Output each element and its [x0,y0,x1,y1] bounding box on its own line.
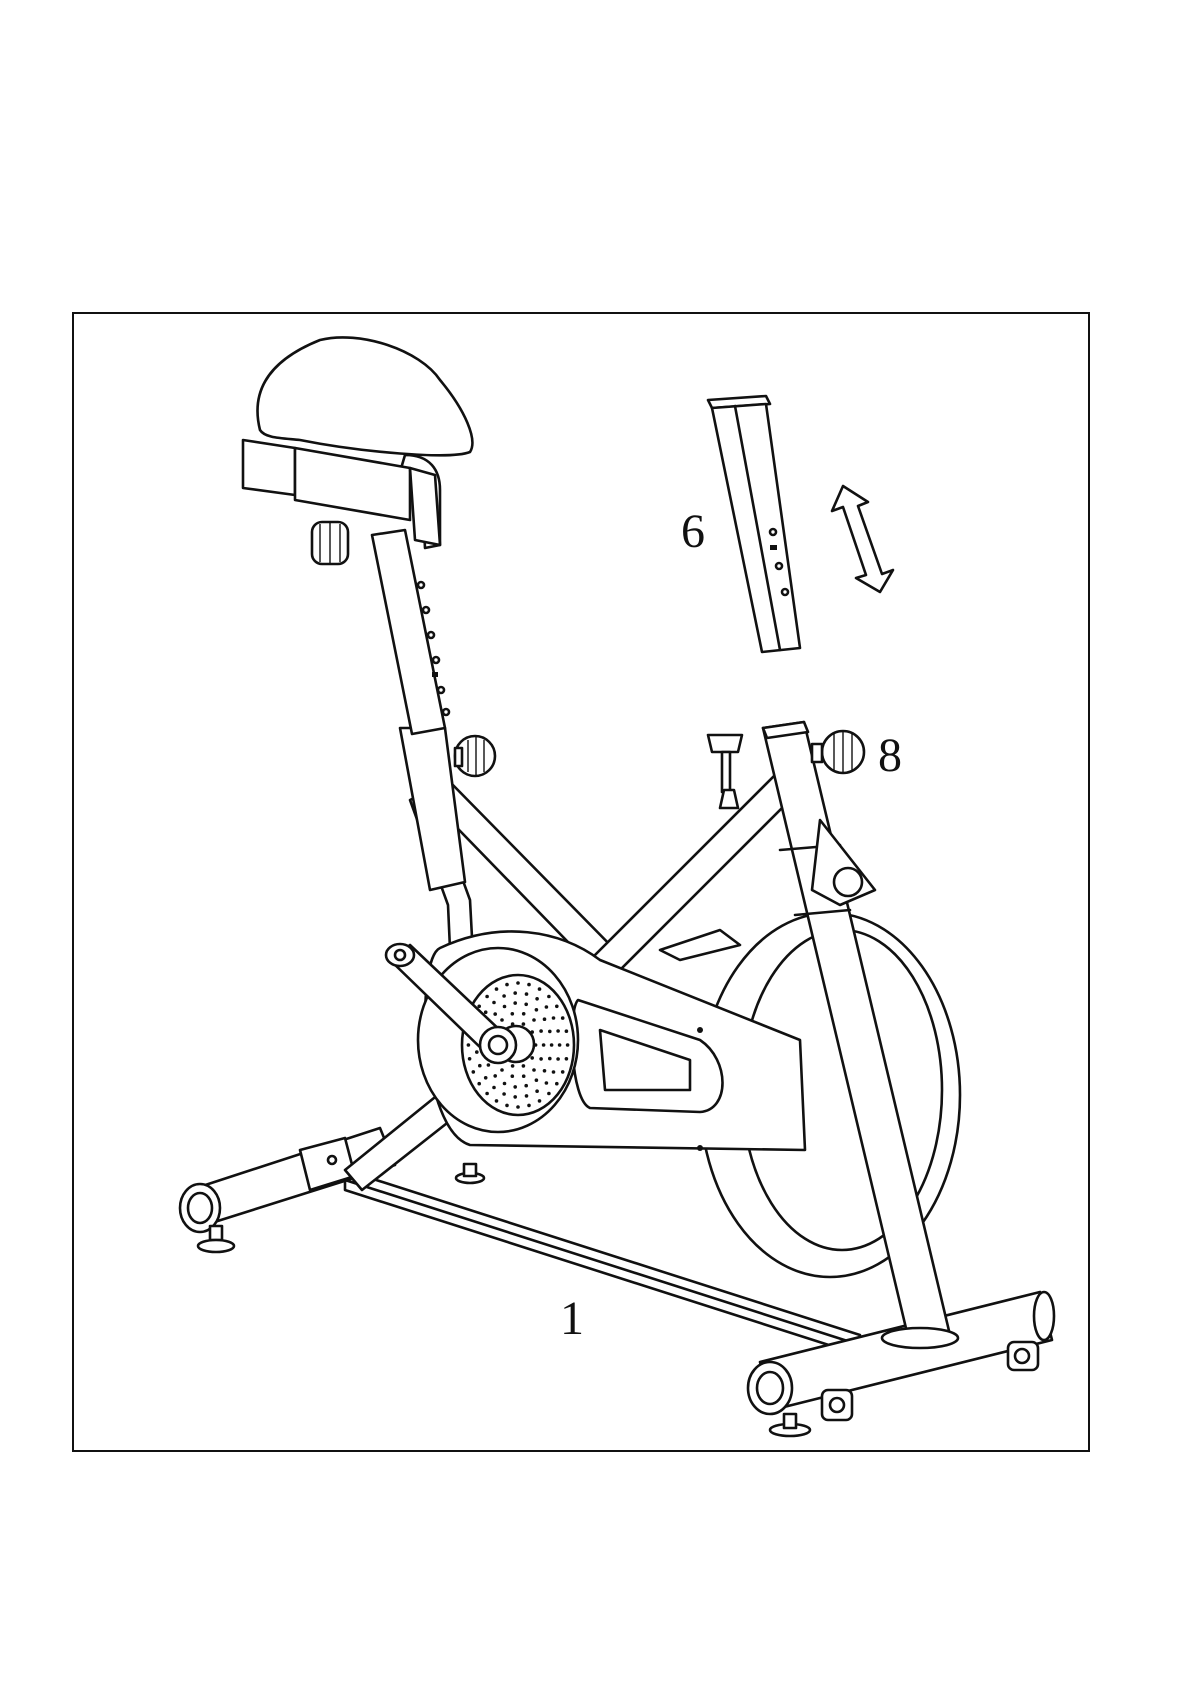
double-arrow-icon [832,486,893,592]
part-label-6: 6 [681,508,705,556]
seat-post [243,337,472,734]
handlebar-knob [812,731,864,773]
part-label-1: 1 [560,1295,584,1343]
part-label-8: 8 [878,732,902,780]
handlebar-post-part [708,396,800,652]
resistance-knob [708,735,742,808]
seat-knob [455,736,495,776]
